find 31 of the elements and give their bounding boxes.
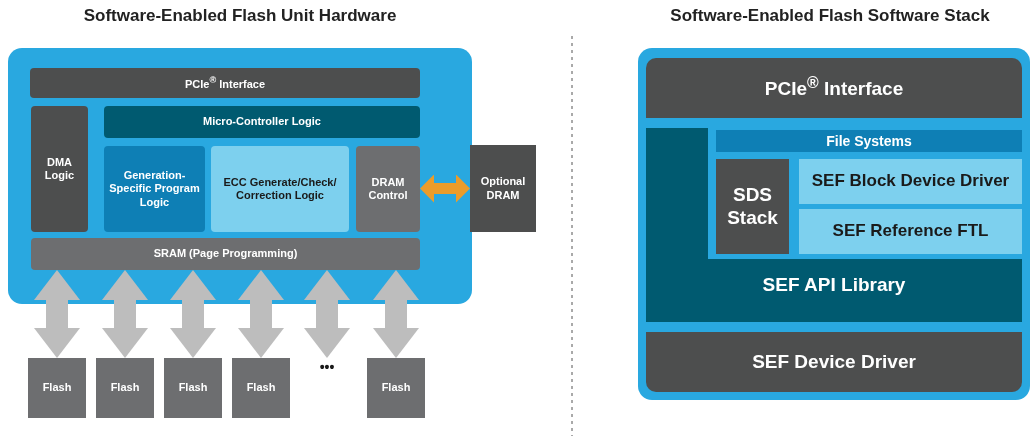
- flash-chip: Flash: [232, 358, 290, 418]
- driver-layer: SEF Device Driver: [646, 332, 1022, 392]
- layer-label: SEF API Library: [761, 274, 907, 297]
- panel-title: Software-Enabled Flash Software Stack: [669, 6, 991, 27]
- logic-block: Generation-Specific Program Logic: [104, 146, 205, 232]
- interface-layer: PCIe$^{®}$ Interface: [646, 58, 1022, 118]
- double-arrow: [102, 270, 148, 358]
- software-layer: SEF Reference FTL: [799, 209, 1022, 254]
- flash-chip: Flash: [367, 358, 425, 418]
- software-layer: SDS Stack: [716, 159, 789, 254]
- driver-layer: SEF Block Device Driver: [799, 159, 1022, 204]
- double-arrow: [304, 270, 350, 358]
- double-arrow: [170, 270, 216, 358]
- library-layer: [646, 128, 1022, 322]
- software-layer: File Systems: [716, 130, 1022, 152]
- logic-block: ECC Generate/Check/ Correction Logic: [211, 146, 349, 232]
- double-arrow: [238, 270, 284, 358]
- flash-chip: Flash: [96, 358, 154, 418]
- flash-chip: Flash: [28, 358, 86, 418]
- memory-chip: Optional DRAM: [470, 145, 536, 232]
- logic-block: Micro-Controller Logic: [104, 106, 420, 138]
- control-block: DRAM Control: [356, 146, 420, 232]
- ellipsis-mark: •••: [312, 358, 342, 376]
- interface-block: PCIe$^{®}$ Interface: [30, 68, 420, 98]
- logic-block: DMA Logic: [31, 106, 88, 232]
- double-arrow: [420, 174, 470, 203]
- double-arrow: [34, 270, 80, 358]
- double-arrow: [373, 270, 419, 358]
- memory-block: SRAM (Page Programming): [31, 238, 420, 270]
- panel-title: Software-Enabled Flash Unit Hardware: [82, 6, 398, 27]
- flash-chip: Flash: [164, 358, 222, 418]
